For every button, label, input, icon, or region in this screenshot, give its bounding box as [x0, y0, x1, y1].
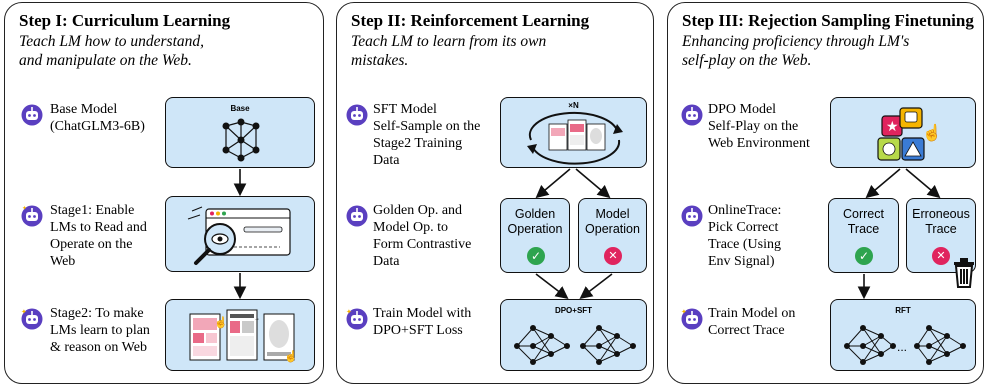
stage1-box — [165, 196, 315, 272]
correct-trace-label: Correct Trace — [843, 207, 884, 236]
dpo-sft-box: DPO+SFT — [500, 299, 647, 371]
row-label-train-rft: Train Model on Correct Trace — [708, 306, 796, 338]
svg-text:→: → — [254, 316, 260, 322]
robot-icon — [346, 104, 368, 126]
model-operation-label: Model Operation — [585, 207, 640, 236]
neural-network-icon — [222, 118, 260, 162]
box-label: ×N — [568, 101, 579, 110]
robot-icon: ✦ — [346, 308, 368, 330]
box-label: DPO+SFT — [554, 306, 593, 315]
svg-text:☝: ☝ — [214, 315, 228, 329]
row-label-base-model: Base Model (ChatGLM3-6B) — [50, 102, 145, 134]
panel-subtitle: Enhancing proficiency through LM's self-… — [682, 33, 910, 69]
cross-icon: ✕ — [932, 247, 950, 265]
row-label-online-trace: OnlineTrace: Pick Correct Trace (Using E… — [708, 203, 782, 269]
row-label-train-dpo: Train Model with DPO+SFT Loss — [373, 306, 472, 338]
panel-title: Step III: Rejection Sampling Finetuning — [682, 11, 974, 30]
correct-trace-box: Correct Trace ✓ — [828, 198, 899, 273]
svg-text:✦: ✦ — [22, 205, 27, 212]
row-label-stage2: Stage2: To make LMs learn to plan & reas… — [50, 306, 150, 355]
svg-text:✦: ✦ — [346, 308, 352, 316]
cross-icon: ✕ — [604, 247, 622, 265]
panel-curriculum-learning: Step I: Curriculum Learning Teach LM how… — [4, 2, 324, 384]
model-operation-box: Model Operation ✕ — [578, 198, 647, 273]
erroneous-trace-box: Erroneous Trace ✕ — [906, 198, 976, 273]
box-label: RFT — [895, 306, 911, 315]
robot-icon — [21, 104, 43, 126]
row-label-dpo-model: DPO Model Self-Play on the Web Environme… — [708, 102, 810, 151]
rft-box: RFT ... — [830, 299, 976, 371]
svg-text:✦: ✦ — [21, 308, 27, 316]
check-icon: ✓ — [855, 247, 873, 265]
ellipsis: ... — [897, 340, 908, 354]
panel-subtitle: Teach LM to learn from its own mistakes. — [351, 33, 547, 69]
row-label-golden-op: Golden Op. and Model Op. to Form Contras… — [373, 203, 472, 269]
robot-icon — [681, 205, 703, 227]
base-model-box: Base — [165, 97, 315, 168]
svg-text:☝: ☝ — [922, 123, 942, 142]
panel-title: Step I: Curriculum Learning — [19, 11, 231, 30]
cycle-arrows-icon — [527, 111, 623, 165]
panel-title: Step II: Reinforcement Learning — [351, 11, 590, 30]
self-sample-box: ×N — [500, 97, 647, 168]
neural-network-icon — [844, 325, 966, 365]
robot-icon: ✦ — [21, 205, 43, 227]
trash-icon — [954, 258, 974, 288]
row-label-stage1: Stage1: Enable LMs to Read and Operate o… — [50, 203, 147, 269]
stage2-box: ☝ ☝ → — [165, 299, 315, 371]
erroneous-trace-label: Erroneous Trace — [912, 207, 970, 236]
svg-text:★: ★ — [886, 120, 899, 135]
check-icon: ✓ — [527, 247, 545, 265]
web-pages-icon: ☝ ☝ → — [189, 309, 298, 363]
row-label-sft-model: SFT Model Self-Sample on the Stage2 Trai… — [373, 102, 481, 168]
app-shapes-icon: ★ ☝ — [877, 107, 942, 161]
svg-text:✦: ✦ — [681, 308, 687, 316]
golden-operation-box: Golden Operation ✓ — [500, 198, 570, 273]
robot-icon — [346, 205, 368, 227]
panel-subtitle: Teach LM how to understand, and manipula… — [19, 33, 205, 69]
robot-icon: ✦ — [681, 308, 703, 330]
magnifier-eye-icon — [187, 206, 291, 265]
robot-icon: ✦ — [21, 308, 43, 330]
golden-operation-label: Golden Operation — [507, 207, 563, 236]
box-label: Base — [230, 104, 250, 113]
svg-text:☝: ☝ — [284, 349, 298, 363]
robot-icon — [681, 104, 703, 126]
neural-network-icon — [514, 325, 636, 365]
self-play-box: ★ ☝ — [830, 97, 976, 168]
